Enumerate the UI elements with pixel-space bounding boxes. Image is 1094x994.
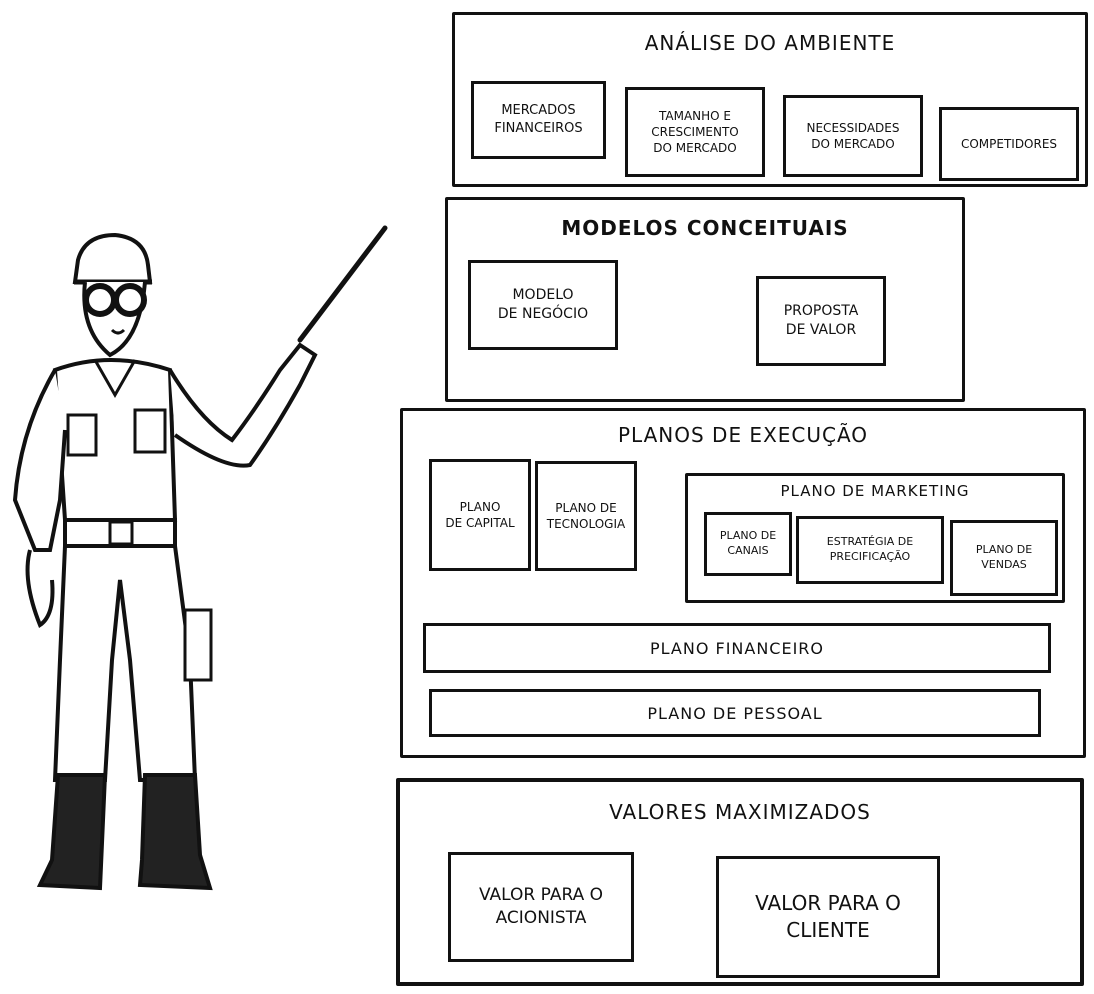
personnel-plan-bar: Plano de Pessoal <box>429 689 1041 737</box>
execution-plans-title: Planos de Execução <box>403 423 1083 447</box>
shareholder-value-box: Valor para o Acionista <box>448 852 634 962</box>
environment-analysis-section: Análise do Ambiente Mercados Financeiros… <box>452 12 1088 187</box>
environment-analysis-title: Análise do Ambiente <box>455 31 1085 55</box>
channels-plan-box: Plano de Canais <box>704 512 792 576</box>
market-needs-box: Necessidades do Mercado <box>783 95 923 177</box>
marketing-plan-title: Plano de Marketing <box>688 482 1062 500</box>
value-proposition-box: Proposta de Valor <box>756 276 886 366</box>
maximized-values-section: Valores Maximizados Valor para o Acionis… <box>396 778 1084 986</box>
technology-plan-box: Plano de Tecnologia <box>535 461 637 571</box>
pricing-strategy-box: Estratégia de Precificação <box>796 516 944 584</box>
business-model-box: Modelo de Negócio <box>468 260 618 350</box>
competitors-box: Competidores <box>939 107 1079 181</box>
financial-plan-bar: Plano Financeiro <box>423 623 1051 673</box>
capital-plan-box: Plano de Capital <box>429 459 531 571</box>
marketing-plan-group: Plano de Marketing Plano de Canais Estra… <box>685 473 1065 603</box>
presenter-figure-illustration <box>0 220 400 900</box>
market-size-growth-box: Tamanho e Crescimento do Mercado <box>625 87 765 177</box>
conceptual-models-section: Modelos Conceituais Modelo de Negócio Pr… <box>445 197 965 402</box>
customer-value-box: Valor para o Cliente <box>716 856 940 978</box>
maximized-values-title: Valores Maximizados <box>400 800 1080 824</box>
execution-plans-section: Planos de Execução Plano de Capital Plan… <box>400 408 1086 758</box>
conceptual-models-title: Modelos Conceituais <box>448 216 962 240</box>
sales-plan-box: Plano de Vendas <box>950 520 1058 596</box>
financial-markets-box: Mercados Financeiros <box>471 81 606 159</box>
